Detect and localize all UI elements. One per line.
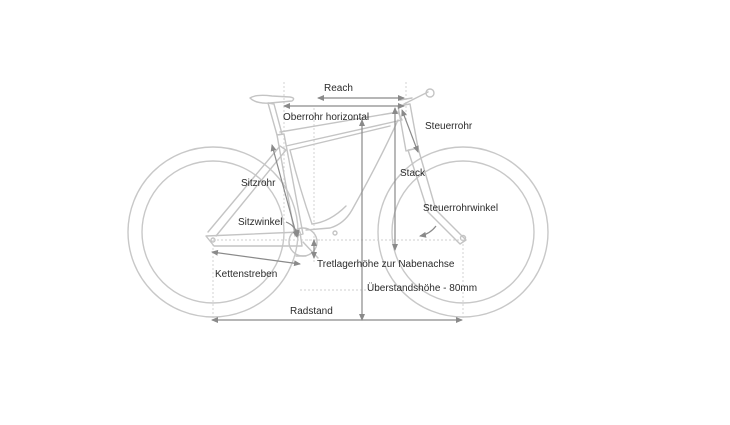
steuerrohrwinkel-arc: [419, 225, 437, 238]
label-stack: Stack: [400, 168, 426, 179]
label-reach: Reach: [324, 83, 353, 94]
label-tretlagerhoehe: Tretlagerhöhe zur Nabenachse: [317, 259, 455, 270]
rear-wheel: [127, 146, 299, 318]
label-radstand: Radstand: [290, 306, 333, 317]
bike-frame: [205, 88, 467, 259]
label-sitzrohr: Sitzrohr: [241, 178, 276, 189]
label-ueberstandshoehe: Überstandshöhe - 80mm: [367, 283, 478, 294]
label-oberrohr-horizontal: Oberrohr horizontal: [283, 112, 370, 123]
label-steuerrohr: Steuerrohr: [425, 121, 473, 132]
label-sitzwinkel: Sitzwinkel: [238, 217, 283, 228]
sitzwinkel-arc: [285, 221, 300, 237]
kettenstreben-line: [211, 249, 301, 267]
measurement-lines: [211, 95, 463, 323]
label-kettenstreben: Kettenstreben: [215, 269, 278, 280]
steuerrohr-line: [401, 109, 419, 153]
sitzrohr-line: [270, 144, 299, 238]
label-steuerrohrwinkel: Steuerrohrwinkel: [423, 203, 499, 214]
